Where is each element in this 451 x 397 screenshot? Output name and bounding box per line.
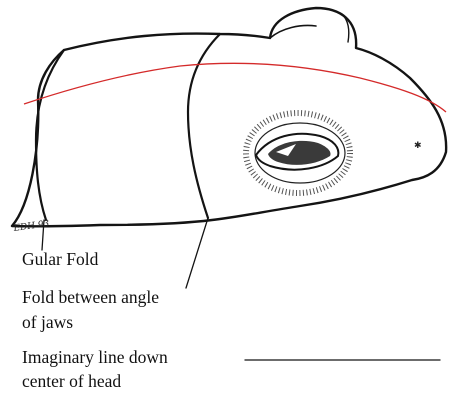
gular-fold-line <box>36 50 64 220</box>
jaw-fold-pointer <box>186 218 208 288</box>
nostril: ✱ <box>414 141 422 151</box>
crest-detail <box>270 26 316 39</box>
label-jaw-fold-line2: of jaws <box>22 312 73 332</box>
head-outline <box>12 8 446 226</box>
eye <box>246 113 350 193</box>
midline <box>24 63 446 112</box>
label-jaw-fold-line1: Fold between angle <box>22 287 159 307</box>
label-midline-line2: center of head <box>22 371 121 391</box>
label-midline-line1: Imaginary line down <box>22 347 168 367</box>
label-gular-fold: Gular Fold <box>22 249 99 269</box>
artist-signature: EDH 93 <box>12 219 50 234</box>
jaw-fold-line <box>188 34 220 218</box>
